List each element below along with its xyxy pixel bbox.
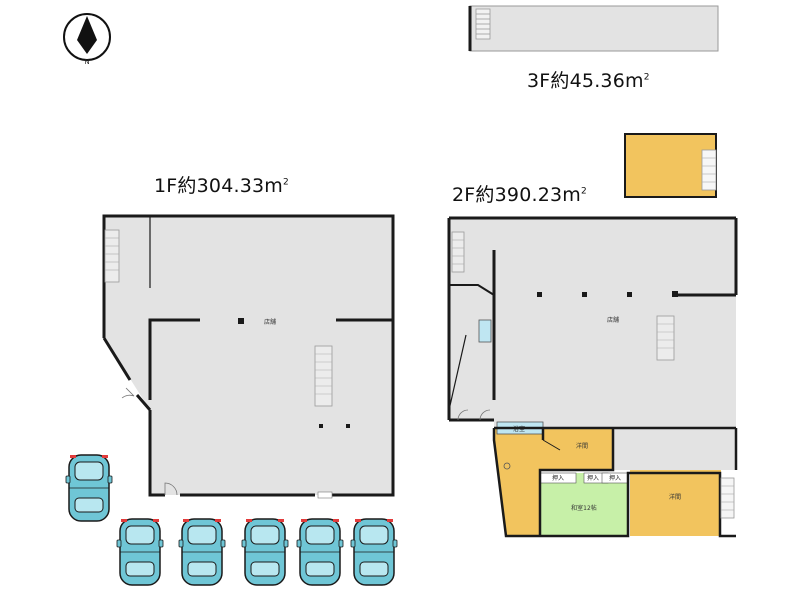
room-label-western-a: 洋間 [576,442,588,450]
car-icon [116,518,164,586]
car-icon [178,518,226,586]
bath-label: 浴室 [513,425,525,433]
fixture-icon [503,462,511,470]
floor-2f-plan: 店舗 洋間 洋間 和室12帖 押入 押入 押入 浴室 [447,216,738,538]
compass-north-label: N [84,58,89,66]
car-icon [241,518,289,586]
area-label-3f: 3F約45.36m2 [527,70,650,92]
room-label-shop-2f: 店舗 [607,316,619,324]
car-icon [65,454,113,522]
closet-label: 押入 [609,474,621,482]
door-icon [164,482,178,496]
area-label-2f: 2F約390.23m2 [452,184,587,206]
room-label-shop-1f: 店舗 [264,318,276,326]
door-icon [479,409,491,421]
room-label-japanese: 和室12帖 [571,504,597,512]
compass-north-arrow-icon: N [63,13,111,66]
door-icon [457,409,469,421]
toilet-icon [478,319,492,343]
floor-3f-plan [468,5,719,52]
closet-label: 押入 [587,474,599,482]
closet-label: 押入 [552,474,564,482]
door-icon [317,491,333,499]
floor-1f-plan: 店舗 [102,214,395,499]
floor-3f-room [624,133,717,198]
stair-icon [475,8,491,40]
car-icon [296,518,344,586]
room-label-western-b: 洋間 [669,493,681,501]
car-icon [350,518,398,586]
area-label-1f: 1F約304.33m2 [154,175,289,197]
door-icon [121,387,135,399]
